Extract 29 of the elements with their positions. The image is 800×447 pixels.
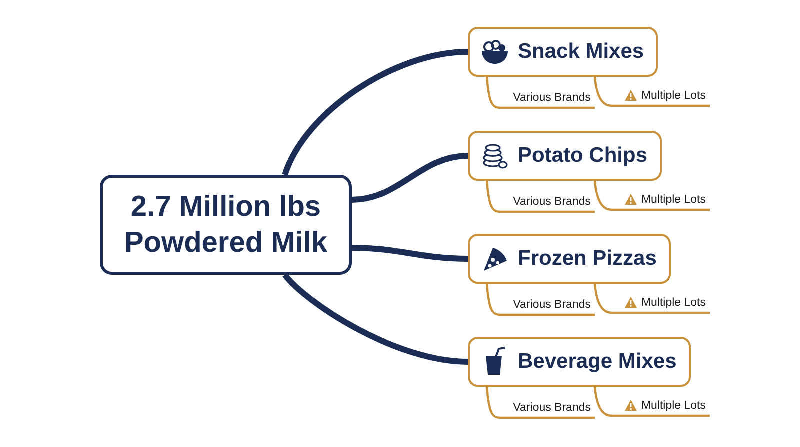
connector-line <box>486 180 595 214</box>
connector-line <box>594 284 710 314</box>
branch-label: Multiple Lots <box>641 400 706 412</box>
category-title: Frozen Pizzas <box>518 247 657 271</box>
branch-label: Various Brands <box>513 298 591 310</box>
category-box <box>468 337 691 387</box>
category-title: Beverage Mixes <box>518 350 677 374</box>
connector-line <box>486 386 595 420</box>
category-box <box>468 234 671 284</box>
branch-line <box>352 153 468 203</box>
central-topic-box: 2.7 Million lbs Powdered Milk <box>100 175 352 275</box>
branch-label: Multiple Lots <box>641 296 706 308</box>
branch-label: Various Brands <box>513 196 591 208</box>
branch-label: Various Brands <box>513 92 591 104</box>
connector-line <box>486 284 595 316</box>
connector-line <box>594 76 710 108</box>
branch-line <box>282 273 468 365</box>
branch-line <box>352 245 468 262</box>
branch-label: Multiple Lots <box>641 90 706 102</box>
connector-line <box>594 180 710 212</box>
branch-label: Multiple Lots <box>641 194 706 206</box>
connector-line <box>486 76 595 110</box>
category-title: Potato Chips <box>518 144 648 168</box>
category-title: Snack Mixes <box>518 40 644 64</box>
branch-label: Various Brands <box>513 402 591 414</box>
category-box <box>468 27 658 77</box>
category-box <box>468 131 662 181</box>
branch-line <box>282 49 468 176</box>
connector-line <box>594 386 710 418</box>
